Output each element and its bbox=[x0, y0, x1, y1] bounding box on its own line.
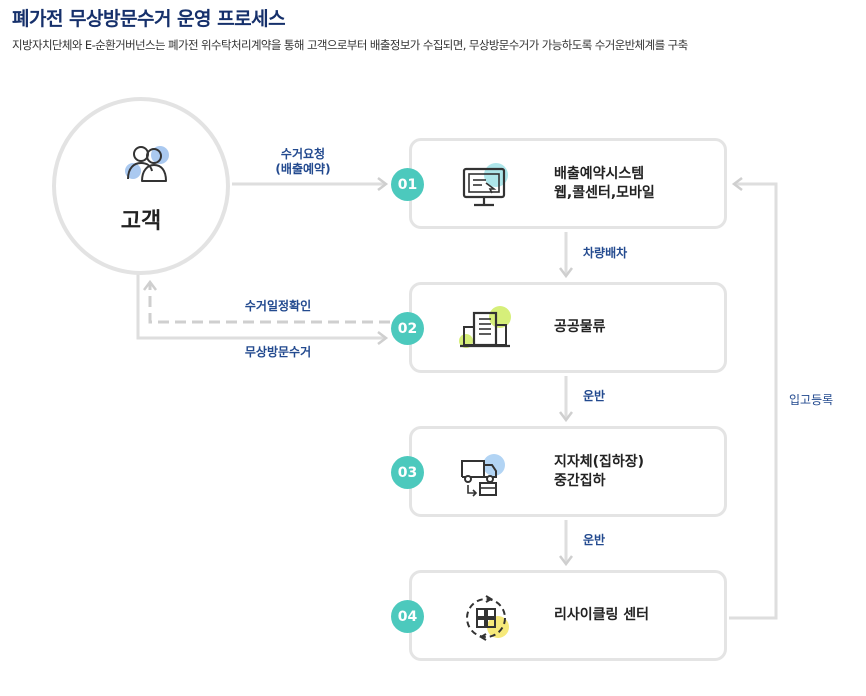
monitor-icon bbox=[462, 163, 508, 207]
arrow-confirm bbox=[143, 279, 390, 324]
request-label-line2: (배출예약) bbox=[275, 162, 331, 176]
request-label: 수거요청 (배출예약) bbox=[254, 147, 352, 177]
transport-label-2: 운반 bbox=[583, 533, 606, 547]
arrow-warehouse bbox=[729, 177, 778, 620]
truck-icon bbox=[461, 454, 505, 497]
customer-node: 고객 bbox=[52, 97, 230, 275]
transport-label-1: 운반 bbox=[583, 389, 606, 403]
step-02-badge: 02 bbox=[391, 312, 424, 345]
arrow-free-pickup bbox=[136, 272, 389, 345]
page-description: 지방자치단체와 E-순환거버넌스는 폐가전 위수탁처리계약을 통해 고객으로부터… bbox=[12, 38, 688, 52]
step-01-label: 배출예약시스템 웹,콜센터,모바일 bbox=[554, 141, 655, 226]
building-icon bbox=[459, 306, 511, 348]
step-01-title: 배출예약시스템 bbox=[554, 165, 645, 182]
step-04-box: 리사이클링 센터 bbox=[409, 570, 727, 661]
step-04-badge: 04 bbox=[391, 600, 424, 633]
step-03-subtitle: 중간집하 bbox=[554, 472, 606, 489]
step-04-title: 리사이클링 센터 bbox=[554, 607, 650, 623]
step-01-subtitle: 웹,콜센터,모바일 bbox=[554, 184, 655, 201]
request-label-line1: 수거요청 bbox=[280, 147, 326, 161]
step-02-title: 공공물류 bbox=[554, 319, 606, 335]
step-03-badge: 03 bbox=[391, 456, 424, 489]
page-title: 폐가전 무상방문수거 운영 프로세스 bbox=[12, 8, 286, 30]
customer-label: 고객 bbox=[120, 209, 162, 234]
free-pickup-label: 무상방문수거 bbox=[244, 345, 312, 359]
step-02-box: 공공물류 bbox=[409, 282, 727, 373]
recycle-icon bbox=[466, 595, 509, 641]
step-01-box: 배출예약시스템 웹,콜센터,모바일 bbox=[409, 138, 727, 229]
step-03-box: 지자체(집하장) 중간집하 bbox=[409, 426, 727, 517]
confirm-label: 수거일정확인 bbox=[244, 299, 312, 313]
people-icon bbox=[125, 146, 169, 182]
warehouse-label: 입고등록 bbox=[789, 393, 834, 407]
step-02-label: 공공물류 bbox=[554, 285, 606, 370]
step-01-badge: 01 bbox=[391, 168, 424, 201]
step-03-label: 지자체(집하장) 중간집하 bbox=[554, 429, 644, 514]
dispatch-label: 차량배차 bbox=[583, 246, 628, 260]
step-03-title: 지자체(집하장) bbox=[554, 453, 645, 470]
step-04-label: 리사이클링 센터 bbox=[554, 573, 649, 658]
